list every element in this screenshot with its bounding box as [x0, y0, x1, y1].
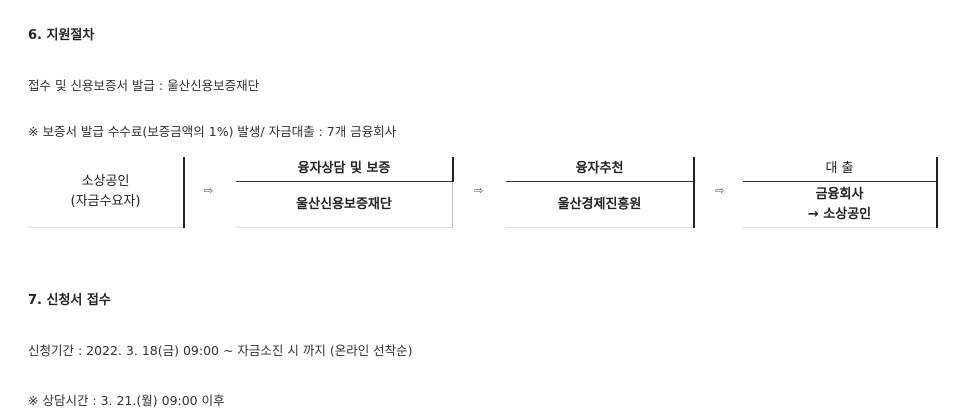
flow-step-guarantee-rule [236, 181, 452, 182]
flow-step-recommend-org: 울산경제진흥원 [557, 196, 642, 212]
section-6-line-2: ※ 보증서 발급 수수료(보증금액의 1%) 발생/ 자금대출 : 7개 금융회… [28, 124, 397, 139]
flow-step-guarantee-underline [236, 227, 452, 228]
flow-step-guarantee-divider-bottom [452, 182, 453, 228]
flow-step-guarantee-title: 융자상담 및 보증 [297, 161, 391, 176]
section-7-line-2: ※ 상담시간 : 3. 21.(월) 09:00 이후 [28, 393, 225, 408]
flow-step-loan-underline [743, 227, 936, 228]
flow-step-applicant: 소상공인 (자금수요자) [28, 157, 183, 227]
flow-step-applicant-underline [28, 227, 183, 228]
flow-step-applicant-line-1: 소상공인 [81, 174, 130, 189]
flow-step-loan-body: 금융회사 → 소상공인 [743, 182, 936, 227]
flow-step-loan-title: 대 출 [825, 161, 854, 176]
flow-arrow-3: ⇨ [715, 184, 725, 197]
flow-arrow-1: ⇨ [204, 184, 214, 197]
flow-step-applicant-divider [183, 157, 185, 228]
flow-step-guarantee-org: 울산신용보증재단 [296, 196, 392, 212]
flow-step-guarantee-divider-top [452, 157, 454, 182]
flow-step-loan-rule [743, 181, 936, 182]
flow-step-recommend-divider [693, 157, 695, 228]
flow-step-loan-line-1: 금융회사 [815, 186, 864, 202]
section-7-title: 7. 신청서 접수 [28, 293, 111, 308]
section-6-line-1: 접수 및 신용보증서 발급 : 울산신용보증재단 [28, 78, 260, 93]
flow-step-loan-divider [936, 157, 938, 228]
section-7-line-1: 신청기간 : 2022. 3. 18(금) 09:00 ~ 자금소진 시 까지 … [28, 343, 413, 358]
flow-step-recommend-rule [506, 181, 693, 182]
flow-step-loan-line-2: → 소상공인 [807, 206, 872, 222]
flow-step-applicant-line-2: (자금수요자) [70, 194, 141, 209]
flow-step-recommend-underline [506, 227, 693, 228]
section-6-title: 6. 지원절차 [28, 28, 95, 43]
flow-step-recommend-title: 융자추천 [575, 161, 624, 176]
flow-arrow-2: ⇨ [474, 184, 484, 197]
